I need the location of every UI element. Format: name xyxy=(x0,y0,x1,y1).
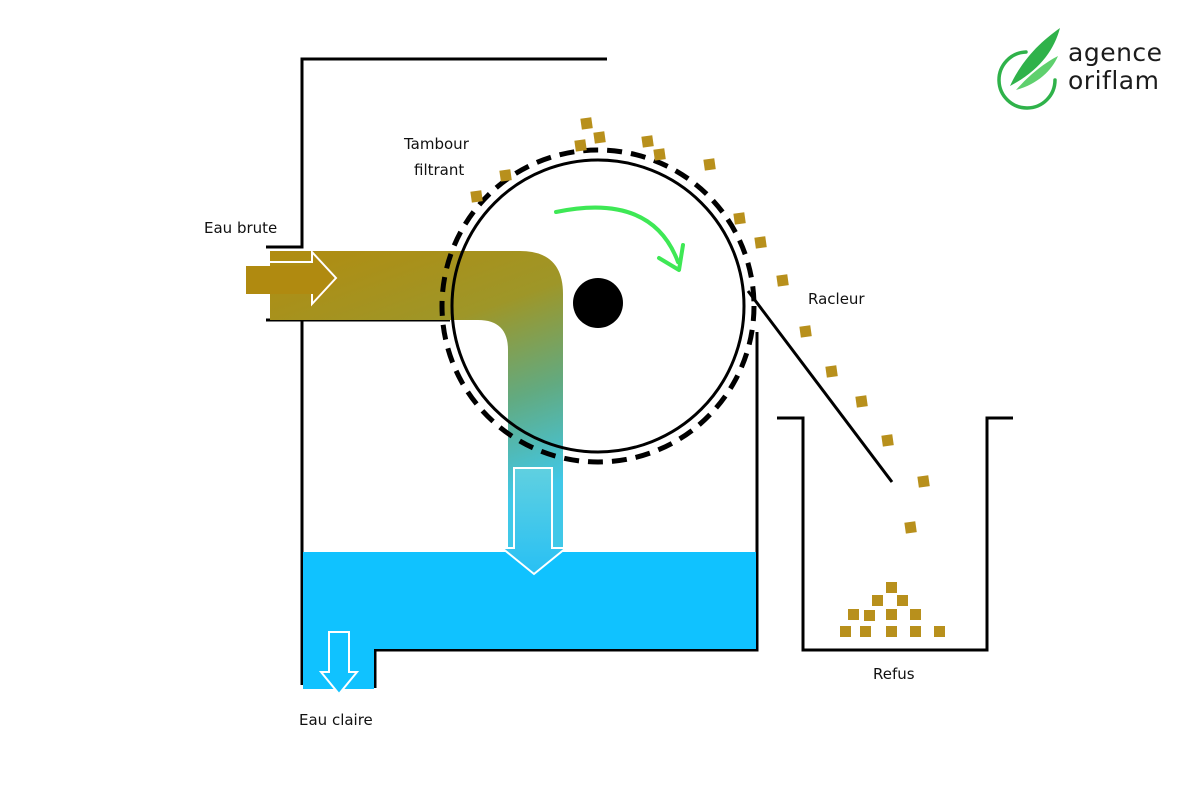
rotation-arrow-icon xyxy=(554,205,685,272)
clear-water-outlet-arrow xyxy=(318,631,360,696)
drum-label-line1: Tambour xyxy=(404,135,469,153)
waste-bin xyxy=(777,416,1013,652)
scraper-blade xyxy=(746,290,894,483)
debris-particles xyxy=(470,117,930,534)
drum-label-line2: filtrant xyxy=(414,161,465,179)
filtered-water-arrow xyxy=(499,467,569,576)
logo-text-line1: agence xyxy=(1068,38,1163,67)
drum-axle xyxy=(573,278,623,328)
clear-water-label: Eau claire xyxy=(299,711,373,729)
logo-text-line2: oriflam xyxy=(1068,66,1160,95)
raw-water-inlet-arrow xyxy=(246,252,338,308)
raw-water-inlet-arrow-outline xyxy=(268,249,338,307)
leaf-icon xyxy=(997,28,1060,110)
waste-pile xyxy=(840,582,945,637)
waste-label: Refus xyxy=(873,665,915,683)
filter-drum xyxy=(450,158,746,454)
drum-mesh xyxy=(439,147,757,465)
scraper-label: Racleur xyxy=(808,290,865,308)
raw-water-label: Eau brute xyxy=(204,219,278,237)
